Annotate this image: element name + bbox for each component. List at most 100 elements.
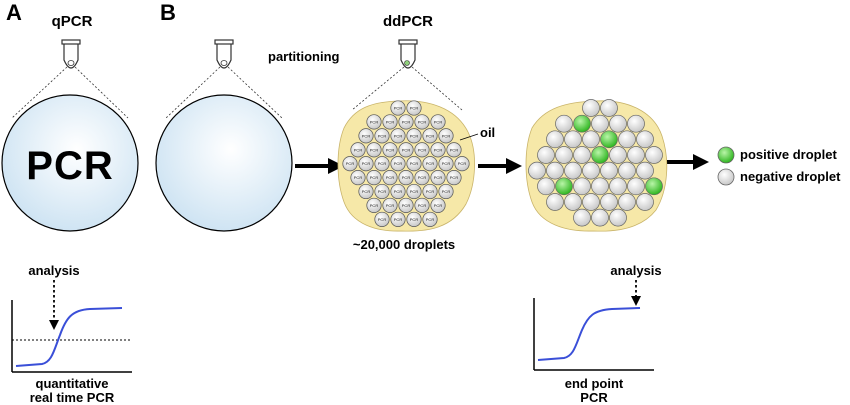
negative-droplet: [627, 114, 645, 133]
droplet: [438, 156, 454, 172]
droplet-label: PCR: [410, 133, 419, 138]
droplet-label: PCR: [442, 189, 451, 194]
negative-droplet: [546, 161, 564, 180]
droplet-label: PCR: [442, 161, 451, 166]
droplet: [350, 170, 366, 186]
droplet-label: PCR: [386, 119, 395, 124]
droplet-label: PCR: [410, 106, 419, 111]
positive-droplet: [645, 177, 663, 196]
negative-droplet: [627, 177, 645, 196]
droplet: [358, 128, 374, 144]
positive-droplet: [600, 130, 618, 149]
droplet-label: PCR: [370, 147, 379, 152]
negative-droplet: [537, 146, 555, 164]
negative-droplet: [564, 161, 582, 180]
droplet-label: PCR: [434, 175, 443, 180]
droplet-label: PCR: [426, 133, 435, 138]
droplet-label: PCR: [410, 189, 419, 194]
droplet-label: PCR: [346, 161, 355, 166]
negative-droplet: [582, 99, 600, 117]
panel-b-letter: B: [160, 0, 176, 25]
droplet-label: PCR: [386, 203, 395, 208]
positive-droplet: [591, 146, 609, 164]
negative-droplet: [546, 130, 564, 149]
droplet-label: PCR: [426, 217, 435, 222]
negative-droplet: [591, 177, 609, 196]
ddpcr-zoom-lines-left: [165, 66, 283, 119]
droplet: [358, 156, 374, 172]
droplet: [438, 183, 454, 200]
droplet: [366, 114, 382, 130]
droplet: [438, 128, 454, 144]
ddpcr-reaction-circle: [155, 94, 293, 232]
ddpcr-analysis-label: analysis: [610, 263, 662, 278]
droplet: [406, 156, 422, 172]
droplet-label: PCR: [354, 147, 363, 152]
droplet: [342, 156, 358, 172]
negative-droplet: [555, 146, 573, 164]
droplet-label: PCR: [362, 161, 371, 166]
negative-droplet: [564, 193, 582, 211]
droplet-label: PCR: [370, 175, 379, 180]
droplet-grid-after: [528, 99, 663, 227]
negative-droplet: [636, 130, 654, 149]
droplet-count-label: ~20,000 droplets: [352, 237, 456, 252]
negative-droplet: [609, 146, 627, 164]
qpcr-curve: [15, 307, 123, 367]
droplet: [406, 128, 422, 144]
droplet: [382, 170, 398, 186]
droplet: [374, 156, 390, 172]
droplet: [374, 183, 390, 200]
droplet: [430, 197, 446, 213]
droplet: [358, 183, 374, 200]
ddpcr-tube-icon-left: [214, 39, 234, 69]
positive-droplet: [555, 177, 573, 196]
negative-droplet: [582, 130, 600, 149]
panel-a-letter: A: [6, 0, 22, 25]
droplet-label: PCR: [458, 161, 467, 166]
droplet: [398, 142, 414, 158]
droplet-label: PCR: [402, 119, 411, 124]
droplet-label: PCR: [394, 189, 403, 194]
droplet: [406, 100, 422, 116]
droplet: [366, 170, 382, 186]
process-arrow-3: [665, 154, 709, 170]
ddpcr-caption-line2: PCR: [580, 390, 608, 405]
ddpcr-zoom-lines-right: [351, 66, 463, 111]
droplet-label: PCR: [434, 203, 443, 208]
negative-droplet: [609, 208, 627, 227]
droplet: [446, 142, 462, 158]
droplet: [382, 142, 398, 158]
droplet-label: PCR: [434, 119, 443, 124]
negative-droplet: [618, 130, 636, 149]
droplet-label: PCR: [418, 175, 427, 180]
qpcr-caption-line2: real time PCR: [29, 390, 115, 405]
droplet-label: PCR: [402, 203, 411, 208]
droplet-label: PCR: [386, 147, 395, 152]
droplet-label: PCR: [410, 161, 419, 166]
negative-droplet: [645, 146, 663, 164]
droplet-label: PCR: [378, 217, 387, 222]
droplet: [430, 142, 446, 158]
qpcr-tube-icon: [61, 39, 81, 69]
droplet: [374, 128, 390, 144]
negative-droplet: [555, 114, 573, 133]
negative-droplet: [528, 161, 546, 180]
droplet-label: PCR: [426, 161, 435, 166]
negative-droplet: [546, 193, 564, 211]
droplet-label: PCR: [362, 133, 371, 138]
droplet: [422, 156, 438, 172]
droplet-label: PCR: [394, 106, 403, 111]
ddpcr-endpoint-plot: [533, 280, 654, 371]
droplet: [446, 170, 462, 186]
qpcr-title: qPCR: [51, 13, 93, 30]
droplet-label: PCR: [434, 147, 443, 152]
negative-droplet: [537, 177, 555, 196]
droplet-label: PCR: [418, 119, 427, 124]
positive-droplet: [573, 114, 591, 133]
negative-droplet: [573, 208, 591, 227]
process-arrow-2: [478, 158, 522, 174]
oil-label: oil: [480, 125, 496, 140]
